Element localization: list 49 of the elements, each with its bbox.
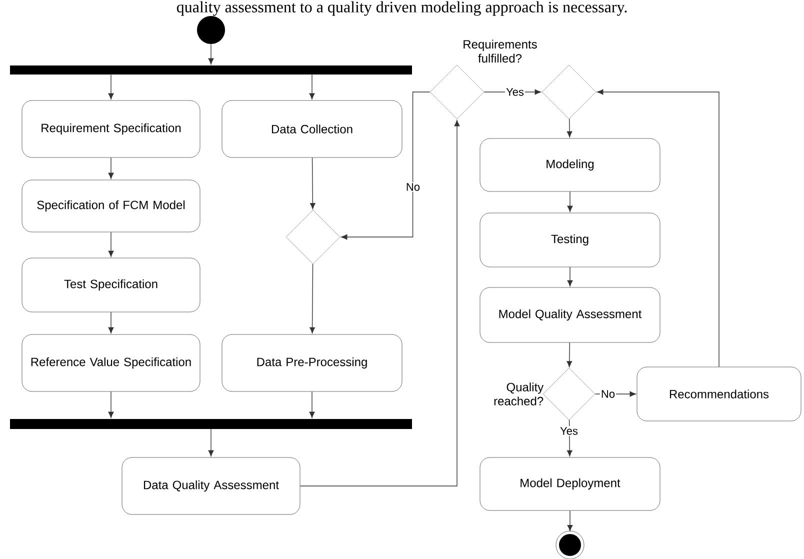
arrow <box>566 420 572 456</box>
arrow <box>108 391 114 418</box>
edge-label: Yes <box>559 426 579 436</box>
arrow <box>567 510 573 532</box>
arrow <box>594 391 636 397</box>
arrow <box>309 74 315 100</box>
arrow <box>484 89 541 95</box>
arrow <box>567 266 573 286</box>
arrow <box>566 118 572 138</box>
arrow <box>310 264 315 334</box>
end-node <box>556 530 584 559</box>
caption-text: quality assessment to a quality driven modeling approach is necessary. <box>176 1 627 16</box>
arrow <box>309 391 315 418</box>
activity-box: Data Quality Assessment <box>122 457 300 515</box>
activity-box: Requirement Specification <box>22 100 200 158</box>
activity-box: Model Quality Assessment <box>480 287 660 343</box>
edge-label: Yes <box>505 87 525 97</box>
start-node <box>197 16 225 44</box>
merge-diamond <box>286 210 340 264</box>
arrow <box>108 74 114 100</box>
activity-box: Reference Value Specification <box>22 334 200 392</box>
edge-label: No <box>404 182 422 192</box>
arrow <box>310 157 316 210</box>
decision-diamond <box>542 368 596 420</box>
activity-box: Model Deployment <box>480 457 660 511</box>
edge-label: No <box>600 389 616 399</box>
activity-box: Modeling <box>480 138 660 192</box>
arrow <box>597 89 720 368</box>
arrow <box>108 232 114 257</box>
arrow <box>341 92 430 240</box>
arrow <box>108 157 114 179</box>
arrow <box>567 191 573 212</box>
arrow <box>108 312 114 334</box>
arrow <box>208 428 214 456</box>
sync-bar <box>10 418 412 429</box>
arrow <box>208 44 214 64</box>
activity-box: Specification of FCM Model <box>22 180 200 232</box>
activity-box: Data Pre-Processing <box>222 334 402 392</box>
sync-bar <box>10 66 412 74</box>
activity-box: Data Collection <box>222 100 402 158</box>
decision-diamond <box>430 64 484 120</box>
arrow <box>300 120 460 486</box>
arrow <box>566 342 572 368</box>
activity-box: Test Specification <box>22 258 200 312</box>
merge-diamond <box>542 64 596 120</box>
decision-label: Requirements fulfilled? <box>464 40 537 63</box>
activity-box: Recommendations <box>636 366 802 422</box>
activity-box: Testing <box>480 212 660 268</box>
decision-label: Quality reached? <box>494 382 544 406</box>
